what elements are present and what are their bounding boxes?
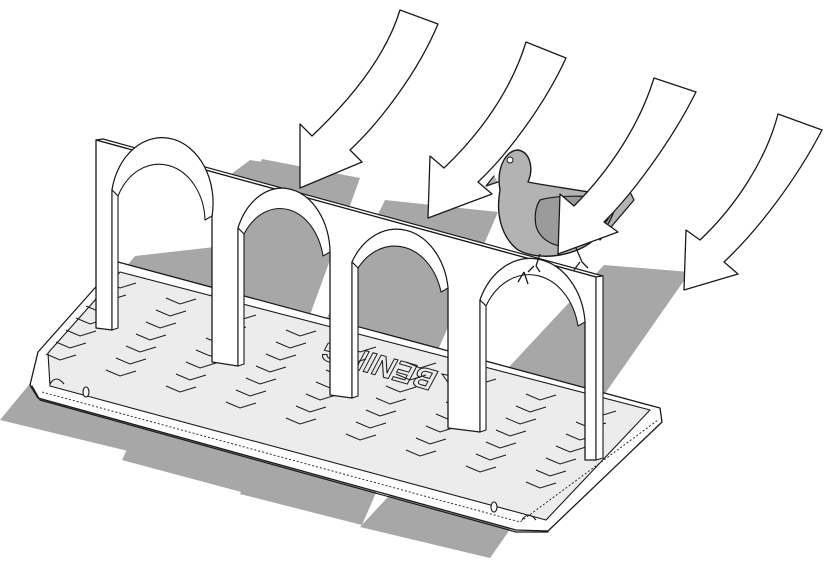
peg-left [83, 387, 89, 397]
sunlight-arrow-icon-3 [558, 78, 696, 254]
leg-1-side [112, 190, 118, 330]
leg-3-side [352, 262, 358, 398]
sunlight-arrow-icon-1 [300, 10, 438, 188]
pigeon-beak [486, 176, 498, 186]
leg-4-side [480, 300, 486, 432]
pigeon-eye [507, 157, 513, 163]
peg-right [491, 502, 497, 512]
sunlight-arrow-icon-4 [684, 114, 822, 290]
wall-right-side [596, 276, 603, 460]
leg-2-side [238, 228, 244, 366]
